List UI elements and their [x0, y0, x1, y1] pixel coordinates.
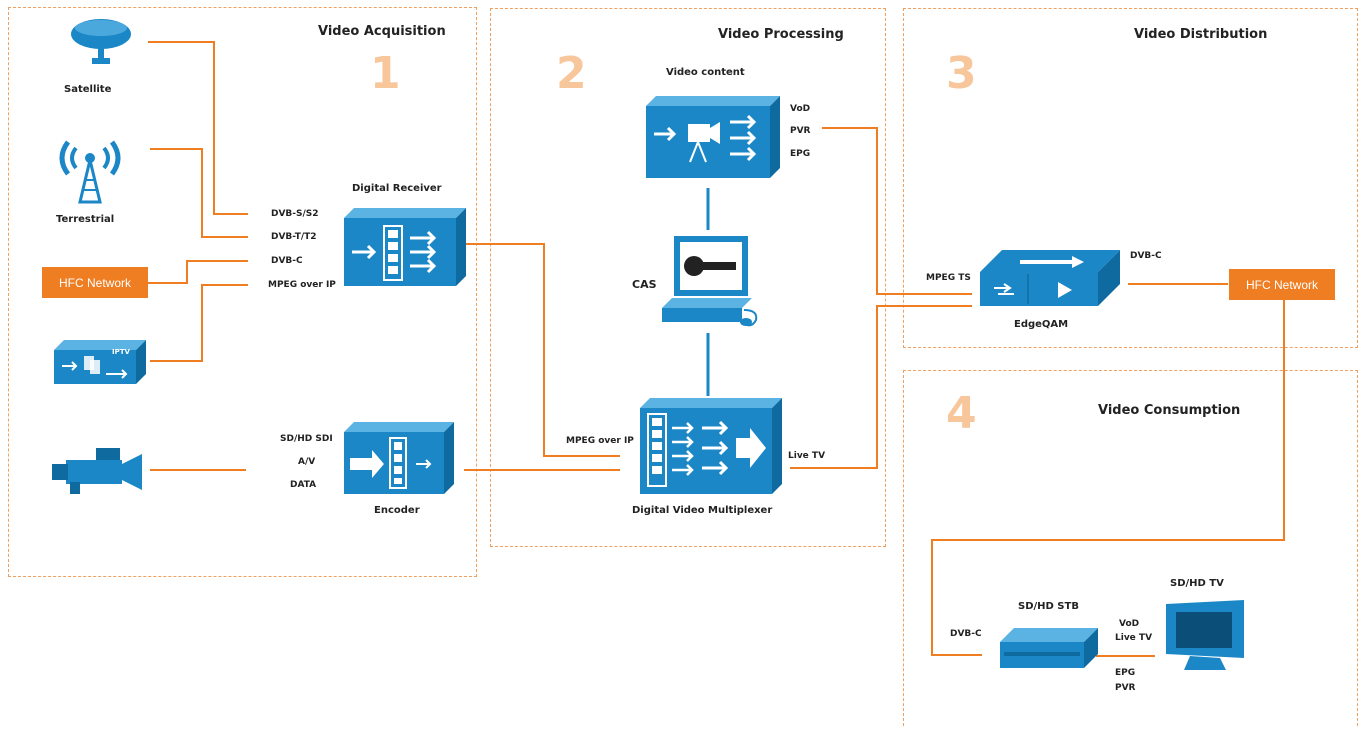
distribution-number: 3	[946, 48, 977, 99]
iptv-icon-text: IPTV	[112, 348, 130, 356]
section-video-acquisition	[8, 7, 477, 577]
acquisition-title: Video Acquisition	[318, 24, 446, 39]
mux-input-label: MPEG over IP	[566, 436, 634, 446]
terrestrial-label: Terrestrial	[56, 214, 115, 225]
multiplexer-title: Digital Video Multiplexer	[632, 505, 773, 516]
encoder-icon	[344, 422, 454, 494]
satellite-dish-icon	[71, 19, 131, 64]
receiver-input-mpeg-ip: MPEG over IP	[268, 280, 336, 290]
wire-terrestrial	[150, 148, 248, 238]
stb-tv-link-pvr: PVR	[1115, 683, 1136, 693]
edgeqam-icon	[980, 250, 1120, 306]
processing-title: Video Processing	[718, 27, 844, 42]
encoder-title: Encoder	[374, 505, 420, 516]
edgeqam-output-label: DVB-C	[1130, 251, 1162, 261]
encoder-input-av: A/V	[298, 457, 316, 467]
consumption-title: Video Consumption	[1098, 403, 1241, 418]
hfc-network-distribution-box: HFC Network	[1229, 269, 1335, 300]
stb-tv-link-livetv: Live TV	[1115, 633, 1153, 643]
processing-number: 2	[556, 48, 587, 99]
encoder-input-data: DATA	[290, 480, 317, 490]
tv-label: SD/HD TV	[1170, 578, 1224, 589]
section-video-consumption	[903, 370, 1358, 726]
content-output-vod: VoD	[790, 104, 811, 114]
cas-label: CAS	[632, 278, 657, 291]
consumption-number: 4	[946, 388, 977, 439]
video-content-title: Video content	[666, 67, 745, 78]
cas-computer-icon	[662, 236, 758, 327]
content-output-pvr: PVR	[790, 126, 811, 136]
wire-iptv	[150, 284, 248, 362]
section-video-distribution	[903, 8, 1358, 348]
wire-mux-edgeqam	[790, 305, 972, 469]
video-camera-icon	[52, 448, 142, 494]
stb-tv-link-vod: VoD	[1119, 619, 1140, 629]
edgeqam-label: EdgeQAM	[1014, 319, 1069, 330]
digital-receiver-title: Digital Receiver	[352, 183, 442, 194]
multiplexer-icon	[640, 398, 782, 494]
wire-hfc-stb	[931, 300, 1285, 656]
receiver-input-dvb-c: DVB-C	[271, 256, 303, 266]
section-video-processing	[490, 8, 886, 547]
mux-output-label: Live TV	[788, 451, 826, 461]
wire-satellite	[148, 41, 248, 215]
distribution-title: Video Distribution	[1134, 27, 1268, 42]
satellite-label: Satellite	[64, 84, 112, 95]
stb-label: SD/HD STB	[1018, 601, 1079, 612]
television-icon	[1166, 600, 1244, 670]
set-top-box-icon	[1000, 628, 1098, 668]
video-content-server-icon	[646, 96, 780, 178]
wire-content-edgeqam	[822, 127, 972, 295]
iptv-device-icon	[54, 340, 146, 384]
encoder-input-sdi: SD/HD SDI	[280, 434, 333, 444]
content-output-epg: EPG	[790, 149, 811, 159]
edgeqam-input-label: MPEG TS	[926, 273, 971, 283]
acquisition-number: 1	[370, 48, 401, 99]
stb-tv-link-epg: EPG	[1115, 668, 1136, 678]
wire-receiver-mux	[464, 243, 620, 457]
receiver-input-dvb-t: DVB-T/T2	[271, 232, 317, 242]
wire-hfc-in	[148, 260, 248, 284]
hfc-network-source-box: HFC Network	[42, 267, 148, 298]
antenna-tower-icon	[59, 140, 121, 204]
receiver-input-dvb-s: DVB-S/S2	[271, 209, 319, 219]
digital-receiver-icon	[344, 208, 466, 286]
consumption-input-label: DVB-C	[950, 629, 982, 639]
